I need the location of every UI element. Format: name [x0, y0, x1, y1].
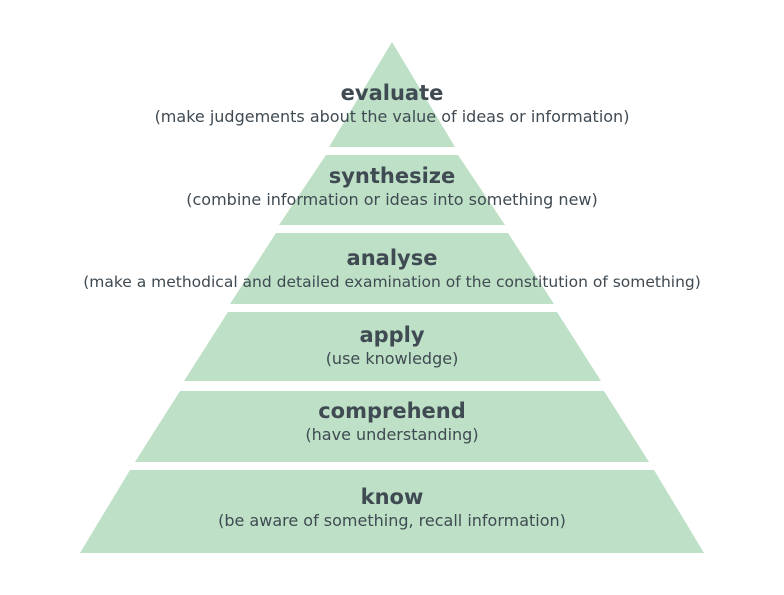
- tier-title-analyse: analyse: [346, 246, 438, 270]
- tier-description-comprehend: (have understanding): [305, 425, 479, 444]
- tier-know: know (be aware of something, recall info…: [0, 484, 784, 532]
- tier-description-evaluate: (make judgements about the value of idea…: [154, 107, 630, 126]
- tier-evaluate: evaluate (make judgements about the valu…: [0, 80, 784, 128]
- tier-shape-synthesize: [279, 155, 505, 225]
- tier-title-apply: apply: [359, 323, 425, 347]
- tier-shape-apply: [184, 312, 601, 381]
- tier-title-synthesize: synthesize: [328, 164, 456, 188]
- tier-title-comprehend: comprehend: [318, 399, 466, 423]
- tier-analyse: analyse (make a methodical and detailed …: [0, 245, 784, 293]
- tier-shape-evaluate: [329, 42, 455, 147]
- tier-apply: apply (use knowledge): [0, 322, 784, 370]
- tier-title-evaluate: evaluate: [340, 81, 444, 105]
- tier-description-apply: (use knowledge): [325, 349, 459, 368]
- tier-description-know: (be aware of something, recall informati…: [218, 511, 566, 530]
- tier-shape-comprehend: [135, 391, 649, 462]
- tier-comprehend: comprehend (have understanding): [0, 398, 784, 446]
- tier-synthesize: synthesize (combine information or ideas…: [0, 163, 784, 211]
- tier-shape-know: [80, 470, 704, 553]
- tier-description-analyse: (make a methodical and detailed examinat…: [83, 273, 701, 291]
- tier-description-synthesize: (combine information or ideas into somet…: [186, 190, 598, 209]
- tier-title-know: know: [360, 485, 424, 509]
- tier-shape-analyse: [230, 233, 554, 304]
